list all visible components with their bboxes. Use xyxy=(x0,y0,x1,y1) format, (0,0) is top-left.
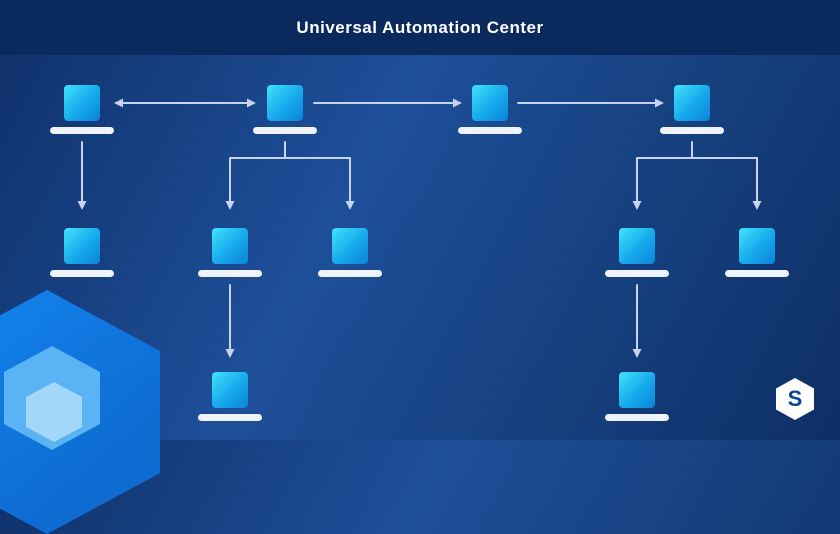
workstation-base-icon xyxy=(50,127,114,134)
workstation-base-icon xyxy=(605,270,669,277)
workstation-screen-icon xyxy=(472,85,508,121)
workstation-base-icon xyxy=(725,270,789,277)
workstation-base-icon xyxy=(253,127,317,134)
workstation-node-mid-2 xyxy=(198,228,262,277)
workstation-node-layer xyxy=(50,85,789,421)
workstation-screen-icon xyxy=(674,85,710,121)
workstation-base-icon xyxy=(198,414,262,421)
workstation-node-mid-1 xyxy=(50,228,114,277)
page-title: Universal Automation Center xyxy=(296,17,544,37)
workstation-node-top-2 xyxy=(253,85,317,134)
workstation-node-bottom-2 xyxy=(605,372,669,421)
workstation-base-icon xyxy=(605,414,669,421)
logo-letter: S xyxy=(787,386,803,411)
workstation-screen-icon xyxy=(739,228,775,264)
workstation-node-bottom-1 xyxy=(198,372,262,421)
workstation-node-top-3 xyxy=(458,85,522,134)
workstation-base-icon xyxy=(660,127,724,134)
workstation-screen-icon xyxy=(212,372,248,408)
workstation-screen-icon xyxy=(619,228,655,264)
workstation-node-mid-3 xyxy=(318,228,382,277)
workstation-screen-icon xyxy=(332,228,368,264)
workstation-screen-icon xyxy=(267,85,303,121)
workstation-screen-icon xyxy=(619,372,655,408)
workstation-base-icon xyxy=(318,270,382,277)
workstation-screen-icon xyxy=(64,228,100,264)
workstation-base-icon xyxy=(198,270,262,277)
workstation-node-top-1 xyxy=(50,85,114,134)
workstation-base-icon xyxy=(50,270,114,277)
workstation-node-top-4 xyxy=(660,85,724,134)
workstation-screen-icon xyxy=(64,85,100,121)
workstation-node-mid-4 xyxy=(605,228,669,277)
header-bar: Universal Automation Center xyxy=(0,0,840,55)
workstation-node-mid-5 xyxy=(725,228,789,277)
workstation-base-icon xyxy=(458,127,522,134)
workstation-screen-icon xyxy=(212,228,248,264)
